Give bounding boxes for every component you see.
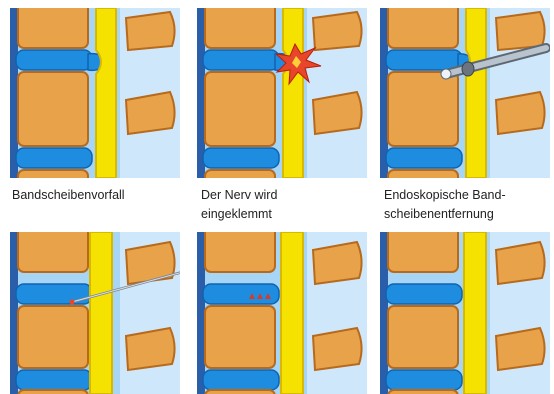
vertebral-body [205,170,275,178]
spine-illustration [380,8,550,178]
ligament-strip [197,232,205,394]
spinous-process [496,92,545,134]
spinal-cord [283,8,303,178]
caption-step1: Bandscheibenvorfall [12,186,125,205]
spinous-process [313,92,362,134]
caption-step3: Endoskopische Band- scheibenentfernung [384,186,506,224]
caption-step3-line1: Endoskopische Band- [384,186,506,205]
panel-nerve-pinched [197,8,367,178]
spinous-process [313,12,362,50]
vertebral-body [18,72,88,146]
ligament-strip [380,232,388,394]
spine-illustration [197,232,367,394]
intervertebral-disc [16,50,92,70]
spinal-cord [96,8,116,178]
panel-healing [197,232,367,394]
spinous-process [496,242,545,284]
intervertebral-disc [386,50,462,70]
caption-step2-line2: eingeklemmt [201,205,277,224]
vertebral-body [388,72,458,146]
spine-illustration [10,8,180,178]
intervertebral-disc [16,148,92,168]
spinous-process [313,328,362,370]
spinal-cord [466,8,486,178]
vertebral-body [205,72,275,146]
vertebral-body [18,8,88,48]
spine-illustration [380,232,550,394]
vertebral-body [388,306,458,368]
spinal-cord [281,232,303,394]
vertebral-body [205,306,275,368]
ligament-strip [10,232,18,394]
intervertebral-disc [16,370,92,390]
probe-tip [70,300,75,305]
vertebral-body [205,232,275,272]
intervertebral-disc [203,50,279,70]
caption-step3-line2: scheibenentfernung [384,205,506,224]
spinous-process [126,328,175,370]
caption-step1-line1: Bandscheibenvorfall [12,186,125,205]
spinous-process [126,92,175,134]
vertebral-body [18,390,88,394]
spinal-cord [90,232,112,394]
spine-illustration [197,8,367,178]
vertebral-body [388,8,458,48]
intervertebral-disc [203,148,279,168]
vertebral-body [388,390,458,394]
endoscope-ring [462,62,474,76]
vertebral-body [18,232,88,272]
intervertebral-disc [203,370,279,390]
vertebral-body [388,232,458,272]
endoscope-tip [441,69,451,79]
vertebral-body [205,390,275,394]
caption-step2: Der Nerv wird eingeklemmt [201,186,277,224]
intervertebral-disc [16,284,92,304]
spinous-process [126,12,175,50]
panel-endoscopic-removal [380,8,550,178]
vertebral-body [205,8,275,48]
caption-step2-line1: Der Nerv wird [201,186,277,205]
spinal-cord [464,232,486,394]
vertebral-body [388,170,458,178]
vertebral-body [18,306,88,368]
spinous-process [496,12,545,50]
spinous-process [126,242,175,284]
vertebral-body [18,170,88,178]
panel-probe-treatment [10,232,180,394]
spinous-process [496,328,545,370]
intervertebral-disc [386,284,462,304]
spine-illustration [10,232,180,394]
panel-disc-herniation [10,8,180,178]
panel-result [380,232,550,394]
intervertebral-disc [386,148,462,168]
intervertebral-disc [386,370,462,390]
spinous-process [313,242,362,284]
